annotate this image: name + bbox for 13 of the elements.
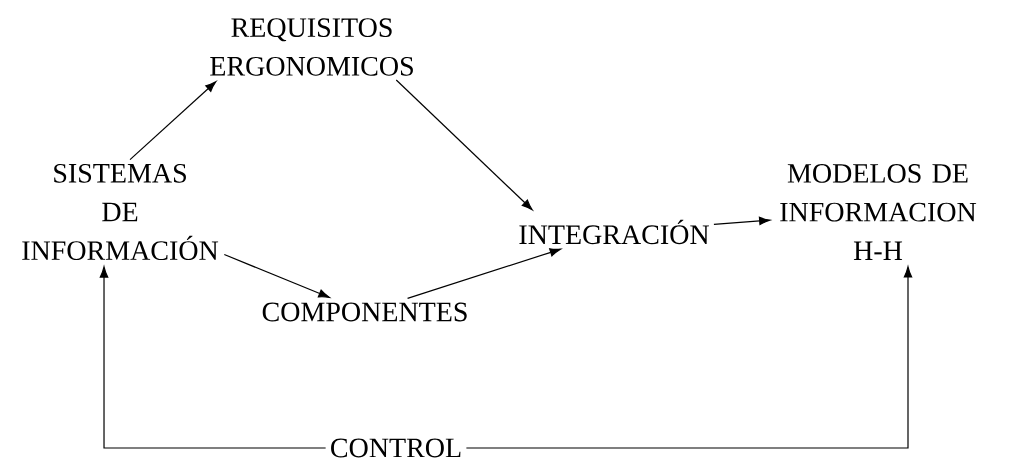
arrow xyxy=(465,266,913,449)
arrow xyxy=(129,81,217,161)
concept-label: COMPONENTES xyxy=(262,302,467,322)
arrow xyxy=(406,248,561,299)
arrow xyxy=(99,266,327,449)
arrow xyxy=(395,79,533,211)
arrow xyxy=(713,216,771,226)
concept-label: REQUISITOS ERGONOMICOS xyxy=(210,18,413,76)
concept-label: MODELOS DE INFORMACION H-H xyxy=(780,164,977,260)
concept-label: INTEGRACIÓN xyxy=(519,219,709,245)
arrow xyxy=(223,253,330,298)
concept-label: SISTEMAS DE INFORMACIÓN xyxy=(22,163,219,261)
concept-label: CONTROL xyxy=(331,438,461,458)
